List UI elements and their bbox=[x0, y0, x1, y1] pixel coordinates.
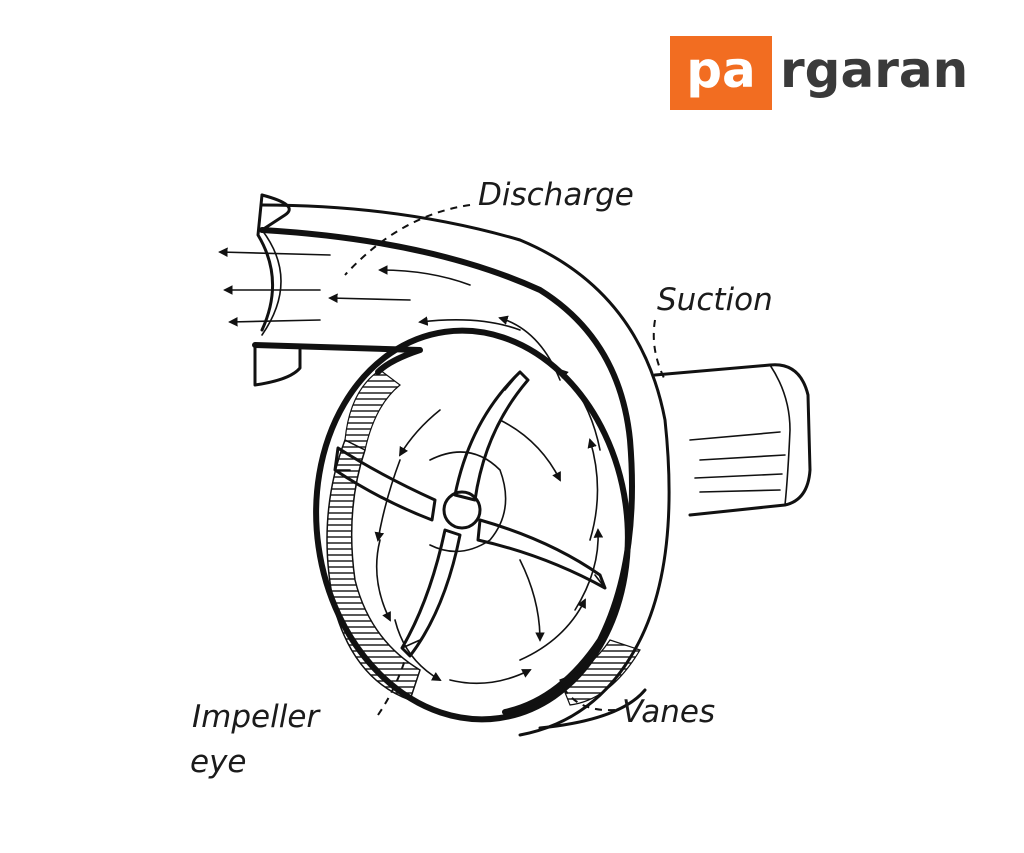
label-discharge: Discharge bbox=[478, 177, 634, 213]
impeller-eye-leader bbox=[377, 659, 406, 716]
label-vanes: Vanes bbox=[622, 694, 715, 730]
logo-text: rgaran bbox=[780, 41, 969, 99]
impeller bbox=[333, 370, 607, 658]
label-suction: Suction bbox=[657, 282, 773, 318]
vanes-leader bbox=[564, 689, 616, 712]
impeller-hub bbox=[442, 490, 482, 530]
label-impeller-eye-line2: eye bbox=[190, 744, 247, 780]
discharge-leader bbox=[344, 204, 471, 276]
pump-casing bbox=[259, 203, 671, 737]
suction-leader bbox=[652, 319, 666, 381]
pargaran-logo: pa rgaran bbox=[670, 36, 968, 110]
leader-lines bbox=[344, 204, 666, 716]
label-impeller-eye-line1: Impeller bbox=[192, 699, 321, 735]
flow-arrows bbox=[218, 247, 604, 685]
suction-pipe bbox=[653, 363, 812, 517]
logo-highlight: pa bbox=[670, 36, 772, 110]
discharge-nozzle bbox=[252, 193, 423, 387]
